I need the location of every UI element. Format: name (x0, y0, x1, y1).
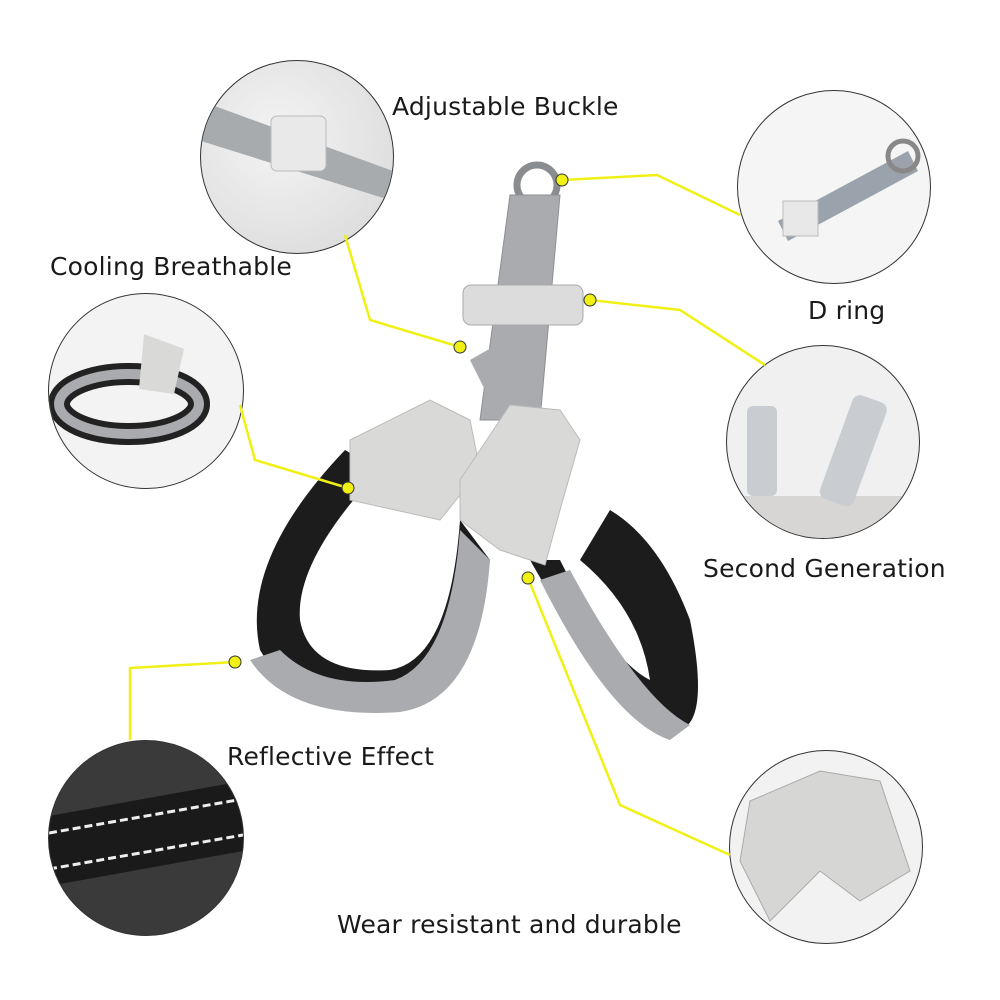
label-adjustable-buckle: Adjustable Buckle (392, 92, 619, 121)
buckle-icon (462, 284, 584, 326)
callout-lines (128, 173, 766, 857)
detail-circle-breathable (48, 293, 244, 489)
detail-circle-second-generation (726, 345, 920, 539)
detail-circle-buckle (200, 60, 394, 254)
detail-circle-d-ring (737, 90, 931, 284)
callout-dots (228, 173, 597, 669)
detail-circle-wear-resistant (729, 750, 923, 944)
label-reflective-effect: Reflective Effect (227, 742, 435, 771)
label-wear-resistant: Wear resistant and durable (337, 910, 682, 939)
label-d-ring: D ring (808, 296, 886, 325)
label-cooling-breathable: Cooling Breathable (50, 252, 292, 281)
label-second-generation: Second Generation (703, 554, 946, 583)
detail-circle-reflective (48, 740, 244, 936)
